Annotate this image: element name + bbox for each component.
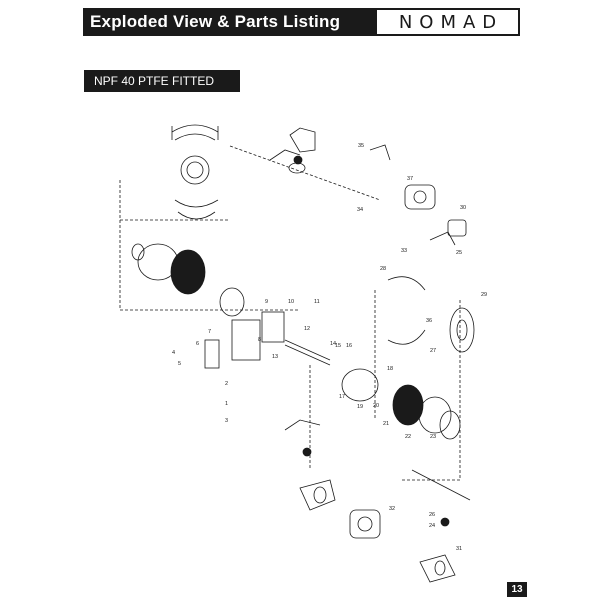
callout-2: 2 [225, 381, 228, 387]
callout-37: 37 [407, 176, 413, 182]
callout-29: 29 [481, 292, 487, 298]
callout-5: 5 [178, 361, 181, 367]
callout-24: 24 [429, 523, 435, 529]
callout-3: 3 [225, 418, 228, 424]
page-number: 13 [507, 582, 527, 597]
callout-4: 4 [172, 350, 175, 356]
section-label: NPF 40 PTFE FITTED [84, 70, 240, 92]
part-callouts: 1 2 3 4 5 6 7 8 9 10 11 12 13 14 15 16 1… [172, 143, 487, 552]
callout-19: 19 [357, 404, 363, 410]
callout-27: 27 [430, 348, 436, 354]
callout-15: 15 [335, 343, 341, 349]
callout-31: 31 [456, 546, 462, 552]
callout-14: 14 [330, 341, 336, 347]
callout-25: 25 [456, 250, 462, 256]
callout-9: 9 [265, 299, 268, 305]
pump-drawing [119, 124, 475, 583]
callout-12: 12 [304, 326, 310, 332]
callout-35: 35 [358, 143, 364, 149]
callout-36: 36 [426, 318, 432, 324]
callout-11: 11 [314, 299, 320, 305]
callout-21: 21 [383, 421, 389, 427]
callout-8: 8 [258, 337, 261, 343]
callout-1: 1 [225, 401, 228, 407]
callout-16: 16 [346, 343, 352, 349]
callout-22: 22 [405, 434, 411, 440]
callout-10: 10 [288, 299, 294, 305]
callout-18: 18 [387, 366, 393, 372]
callout-32: 32 [389, 506, 395, 512]
brand-logo: NOMAD [376, 9, 519, 35]
callout-33: 33 [401, 248, 407, 254]
callout-6: 6 [196, 341, 199, 347]
callout-13: 13 [272, 354, 278, 360]
callout-23: 23 [430, 434, 436, 440]
brand-logo-text: NOMAD [398, 11, 504, 33]
callout-20: 20 [373, 403, 379, 409]
page-title: Exploded View & Parts Listing [90, 12, 341, 31]
callout-30: 30 [460, 205, 466, 211]
callout-34: 34 [357, 207, 363, 213]
callout-17: 17 [339, 394, 345, 400]
callout-26: 26 [429, 512, 435, 518]
callout-28: 28 [380, 266, 386, 272]
callout-7: 7 [208, 329, 211, 335]
